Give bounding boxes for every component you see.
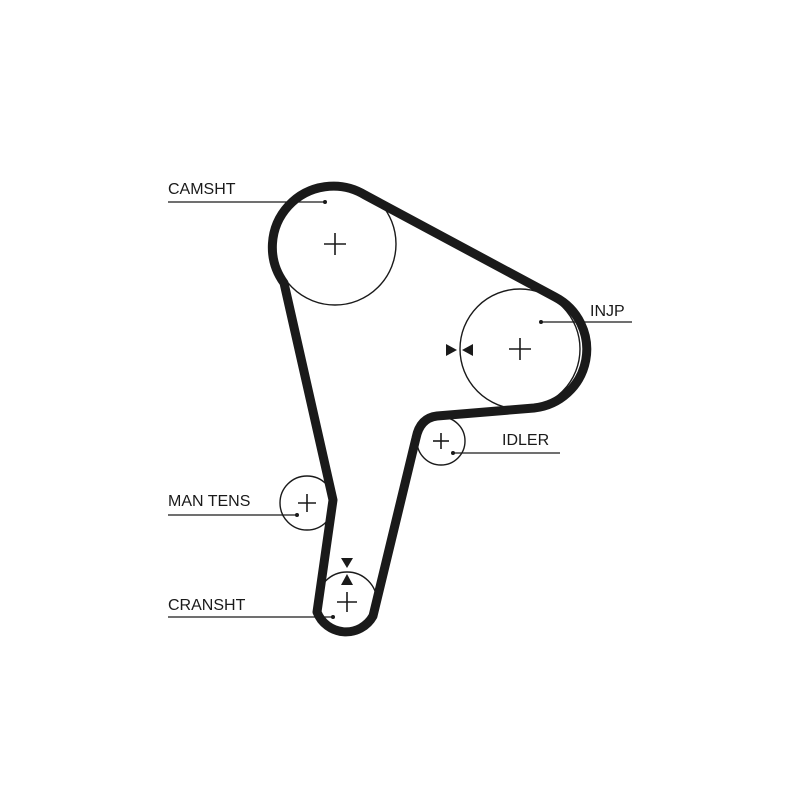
injection-pump-label: INJP <box>590 303 625 320</box>
crankshaft-centre-mark <box>337 592 357 612</box>
idler-leader <box>451 451 560 455</box>
tensioner-leader <box>168 513 299 517</box>
crankshaft-pulley <box>316 571 378 633</box>
camshaft-label: CAMSHT <box>168 181 236 198</box>
tensioner-pulley <box>279 475 335 531</box>
idler-pulley <box>416 416 466 466</box>
crankshaft-timing-mark <box>341 558 353 585</box>
camshaft-centre-mark <box>324 233 346 255</box>
injection-pump-timing-mark <box>446 344 473 356</box>
injection-pump-leader <box>539 320 632 324</box>
injection-pump-pulley <box>459 288 581 410</box>
idler-centre-mark <box>433 433 449 449</box>
injection-pump-centre-mark <box>509 338 531 360</box>
crankshaft-leader <box>168 615 335 619</box>
timing-belt <box>267 181 592 637</box>
crankshaft-label: CRANSHT <box>168 597 246 614</box>
tensioner-label: MAN TENS <box>168 493 250 510</box>
tensioner-centre-mark <box>298 494 316 512</box>
camshaft-pulley <box>273 182 397 306</box>
idler-label: IDLER <box>502 432 549 449</box>
camshaft-leader <box>168 200 327 204</box>
